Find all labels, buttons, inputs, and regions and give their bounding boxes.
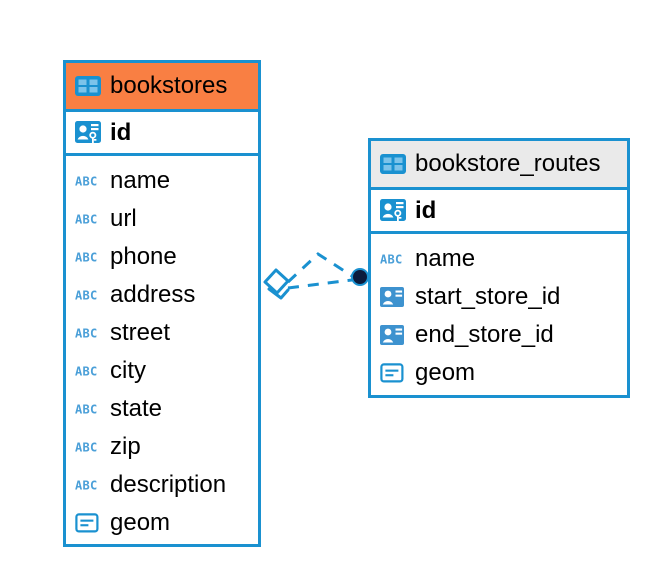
svg-text:ABC: ABC bbox=[75, 479, 98, 493]
geometry-type-icon bbox=[75, 513, 99, 533]
rhombus-marker[interactable] bbox=[263, 268, 290, 300]
entity-field-label: id bbox=[110, 118, 132, 146]
text-type-icon: ABC bbox=[75, 289, 98, 303]
entity-field-label: geom bbox=[415, 359, 476, 386]
entity-field-list: ABC name ABC url ABC phone ABC ad bbox=[66, 156, 258, 548]
table-icon bbox=[380, 154, 406, 174]
entity-field-start-store-id[interactable]: start_store_id bbox=[371, 278, 627, 316]
entity-title: bookstore_routes bbox=[415, 150, 601, 177]
entity-field-id[interactable]: id bbox=[371, 187, 627, 234]
entity-field-label: city bbox=[110, 357, 146, 384]
entity-field-zip[interactable]: ABC zip bbox=[66, 428, 258, 466]
entity-header-bookstore-routes[interactable]: bookstore_routes bbox=[371, 141, 627, 187]
entity-field-label: end_store_id bbox=[415, 321, 554, 348]
text-type-icon: ABC bbox=[75, 175, 98, 189]
entity-field-label: start_store_id bbox=[415, 283, 561, 310]
entity-field-label: description bbox=[110, 471, 227, 498]
text-type-icon: ABC bbox=[75, 251, 98, 265]
circle-marker[interactable] bbox=[351, 268, 369, 286]
entity-field-city[interactable]: ABC city bbox=[66, 352, 258, 390]
svg-text:ABC: ABC bbox=[380, 253, 403, 267]
text-type-icon: ABC bbox=[380, 253, 403, 267]
entity-field-geom[interactable]: geom bbox=[371, 354, 627, 392]
text-type-icon: ABC bbox=[75, 365, 98, 379]
entity-field-street[interactable]: ABC street bbox=[66, 314, 258, 352]
entity-field-state[interactable]: ABC state bbox=[66, 390, 258, 428]
text-type-icon: ABC bbox=[75, 479, 98, 493]
primary-key-icon bbox=[380, 198, 406, 221]
svg-text:ABC: ABC bbox=[75, 365, 98, 379]
relationship-line-upper bbox=[286, 252, 353, 284]
entity-field-end-store-id[interactable]: end_store_id bbox=[371, 316, 627, 354]
entity-field-url[interactable]: ABC url bbox=[66, 200, 258, 238]
primary-key-icon bbox=[75, 120, 101, 143]
svg-text:ABC: ABC bbox=[75, 175, 98, 189]
svg-text:ABC: ABC bbox=[75, 289, 98, 303]
svg-text:ABC: ABC bbox=[75, 213, 98, 227]
svg-text:ABC: ABC bbox=[75, 403, 98, 417]
entity-field-name[interactable]: ABC name bbox=[66, 162, 258, 200]
text-type-icon: ABC bbox=[75, 213, 98, 227]
svg-text:ABC: ABC bbox=[75, 327, 98, 341]
entity-field-address[interactable]: ABC address bbox=[66, 276, 258, 314]
entity-field-label: street bbox=[110, 319, 171, 346]
entity-field-label: state bbox=[110, 395, 163, 422]
entity-field-phone[interactable]: ABC phone bbox=[66, 238, 258, 276]
foreign-key-icon bbox=[380, 287, 404, 307]
entity-table-bookstore-routes[interactable]: bookstore_routes id ABC name bbox=[368, 138, 630, 398]
entity-field-label: phone bbox=[110, 243, 177, 270]
entity-field-label: geom bbox=[110, 509, 171, 536]
entity-field-geom[interactable]: geom bbox=[66, 504, 258, 542]
text-type-icon: ABC bbox=[75, 441, 98, 455]
text-type-icon: ABC bbox=[75, 403, 98, 417]
entity-field-label: id bbox=[415, 196, 437, 224]
entity-field-list: ABC name start_store_id bbox=[371, 234, 627, 398]
relationship-line-lower bbox=[287, 278, 353, 290]
entity-header-bookstores[interactable]: bookstores bbox=[66, 63, 258, 109]
entity-field-label: name bbox=[415, 245, 476, 272]
entity-field-description[interactable]: ABC description bbox=[66, 466, 258, 504]
foreign-key-icon bbox=[380, 325, 404, 345]
entity-field-label: url bbox=[110, 205, 137, 232]
entity-field-label: zip bbox=[110, 433, 141, 460]
entity-field-label: address bbox=[110, 281, 196, 308]
svg-text:ABC: ABC bbox=[75, 251, 98, 265]
entity-field-name[interactable]: ABC name bbox=[371, 240, 627, 278]
entity-title: bookstores bbox=[110, 72, 228, 99]
svg-text:ABC: ABC bbox=[75, 441, 98, 455]
entity-field-label: name bbox=[110, 167, 171, 194]
entity-table-bookstores[interactable]: bookstores id ABC name bbox=[63, 60, 261, 547]
geometry-type-icon bbox=[380, 363, 404, 383]
entity-field-id[interactable]: id bbox=[66, 109, 258, 156]
table-icon bbox=[75, 76, 101, 96]
text-type-icon: ABC bbox=[75, 327, 98, 341]
